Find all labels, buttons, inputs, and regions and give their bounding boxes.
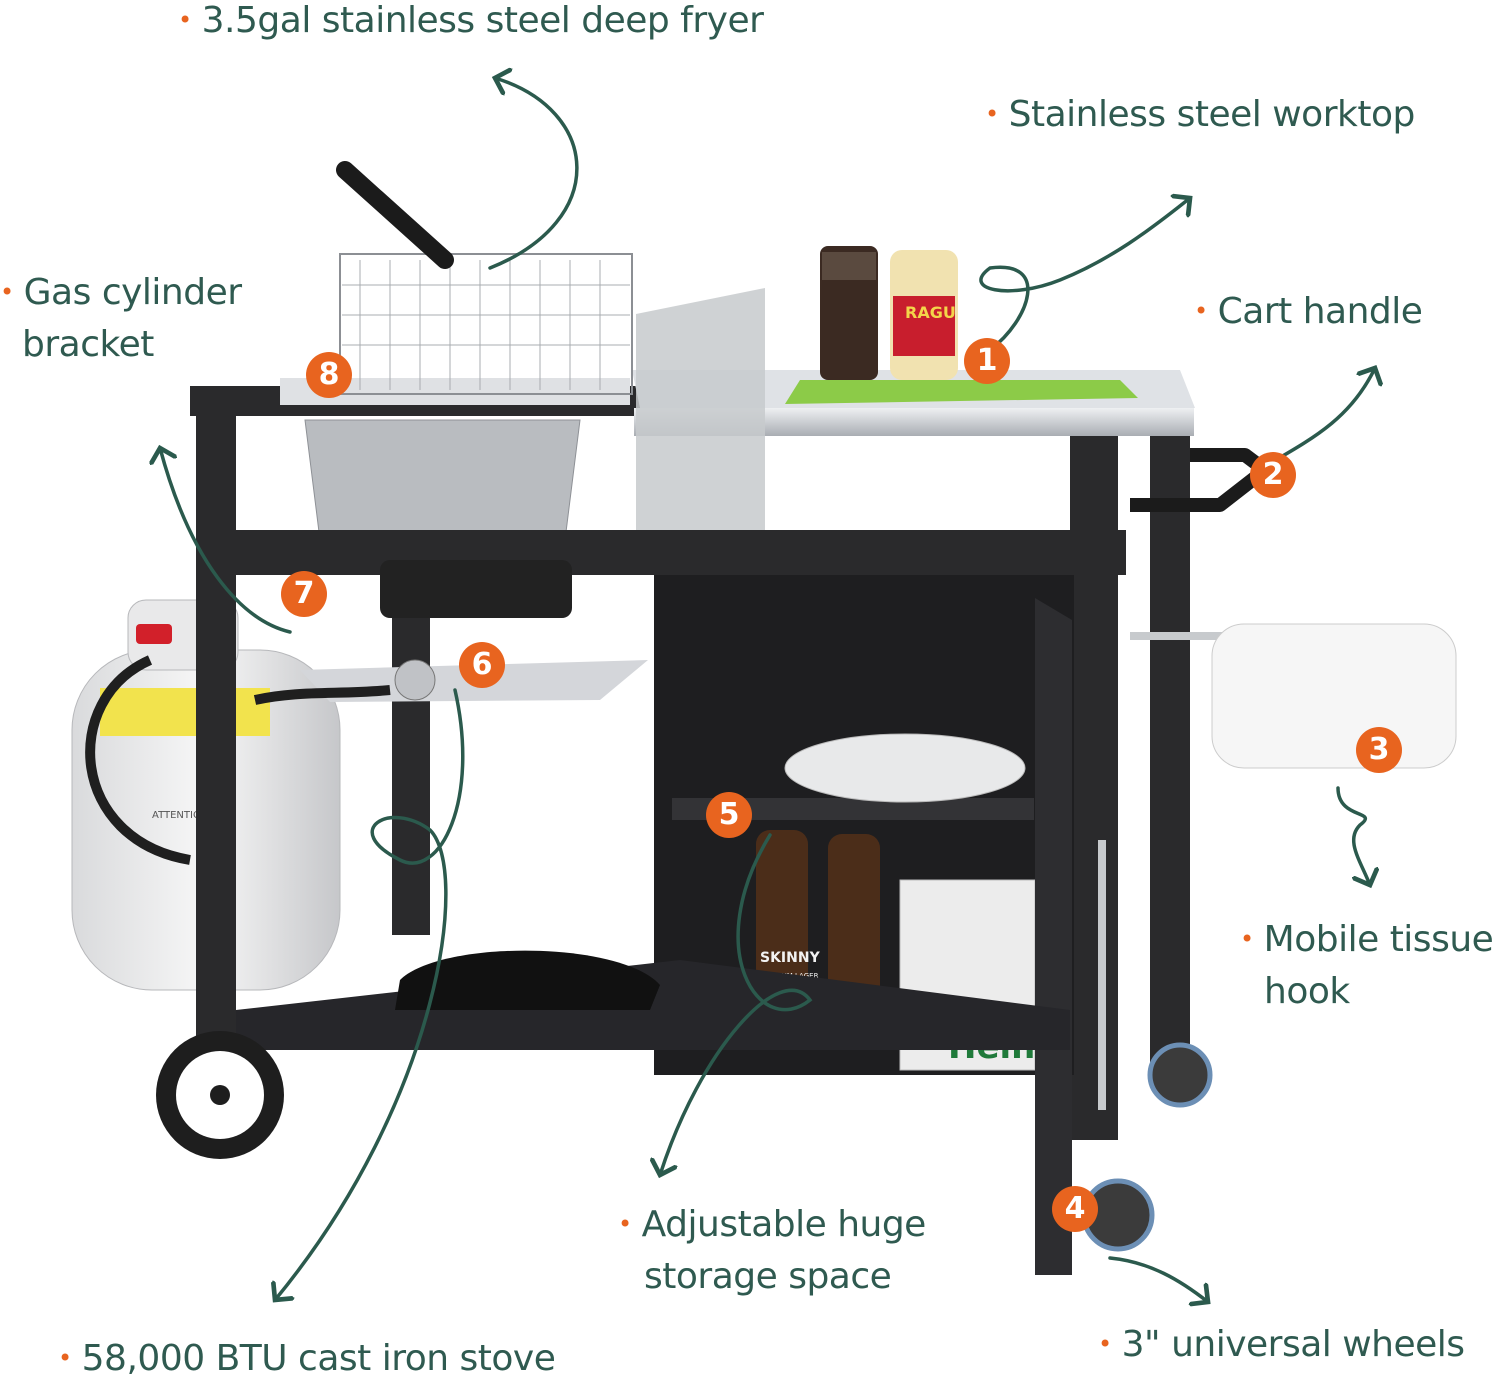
callout-fryer: • 3.5gal stainless steel deep fryer [178, 0, 764, 47]
deep-fryer [280, 161, 633, 541]
tank-label: ATTENTION [152, 810, 208, 821]
badge-7: 7 [281, 571, 327, 617]
bullet-dot: • [178, 6, 192, 34]
arrow-stove [275, 688, 465, 1300]
callout-gas-bracket: • Gas cylinder bracket [0, 266, 242, 371]
callout-tissue-hook-line1: Mobile tissue [1263, 919, 1494, 960]
arrow-storage [660, 833, 813, 1175]
badge-6: 6 [459, 642, 505, 688]
bullet-dot: • [985, 100, 999, 128]
arrow-wheels [1108, 1256, 1208, 1302]
badge-4: 4 [1052, 1186, 1098, 1232]
callout-wheels: • 3" universal wheels [1098, 1318, 1465, 1371]
bottle-label: SKINNY [760, 950, 821, 966]
bullet-dot: • [1098, 1330, 1112, 1358]
arrow-worktop [979, 198, 1190, 352]
callout-tissue-hook: • Mobile tissue hook [1240, 913, 1494, 1018]
sauce-label: RAGU [905, 303, 956, 322]
callout-stove-text: 58,000 BTU cast iron stove [81, 1338, 556, 1379]
bullet-dot: • [1194, 297, 1208, 325]
arrow-gas-bracket [160, 448, 292, 634]
bullet-dot: • [58, 1344, 72, 1372]
badge-5: 5 [706, 792, 752, 838]
bullet-dot: • [618, 1210, 632, 1238]
cart: ATTENTION RAGU [71, 161, 1457, 1275]
callout-wheels-text: 3" universal wheels [1121, 1324, 1465, 1365]
callout-storage-line1: Adjustable huge [641, 1204, 927, 1245]
callout-arrows [160, 78, 1375, 1302]
arrow-fryer [488, 78, 579, 270]
badge-1: 1 [964, 338, 1010, 384]
arrow-tissue [1336, 786, 1370, 885]
callout-worktop: • Stainless steel worktop [985, 88, 1415, 141]
callout-storage-line2: storage space [644, 1256, 892, 1297]
bullet-dot: • [1240, 925, 1254, 953]
bullet-dot: • [0, 278, 14, 306]
badge-2: 2 [1250, 452, 1296, 498]
callout-cart-handle: • Cart handle [1194, 285, 1423, 338]
callout-gas-bracket-line2: bracket [22, 324, 154, 365]
callout-fryer-text: 3.5gal stainless steel deep fryer [201, 0, 764, 41]
callout-worktop-text: Stainless steel worktop [1008, 94, 1416, 135]
callout-tissue-hook-line2: hook [1264, 971, 1350, 1012]
callout-cart-handle-text: Cart handle [1217, 291, 1423, 332]
callout-storage: • Adjustable huge storage space [618, 1198, 926, 1303]
badge-3: 3 [1356, 727, 1402, 773]
callout-gas-bracket-line1: Gas cylinder [23, 272, 242, 313]
badge-8: 8 [306, 352, 352, 398]
callout-stove: • 58,000 BTU cast iron stove [58, 1332, 556, 1385]
